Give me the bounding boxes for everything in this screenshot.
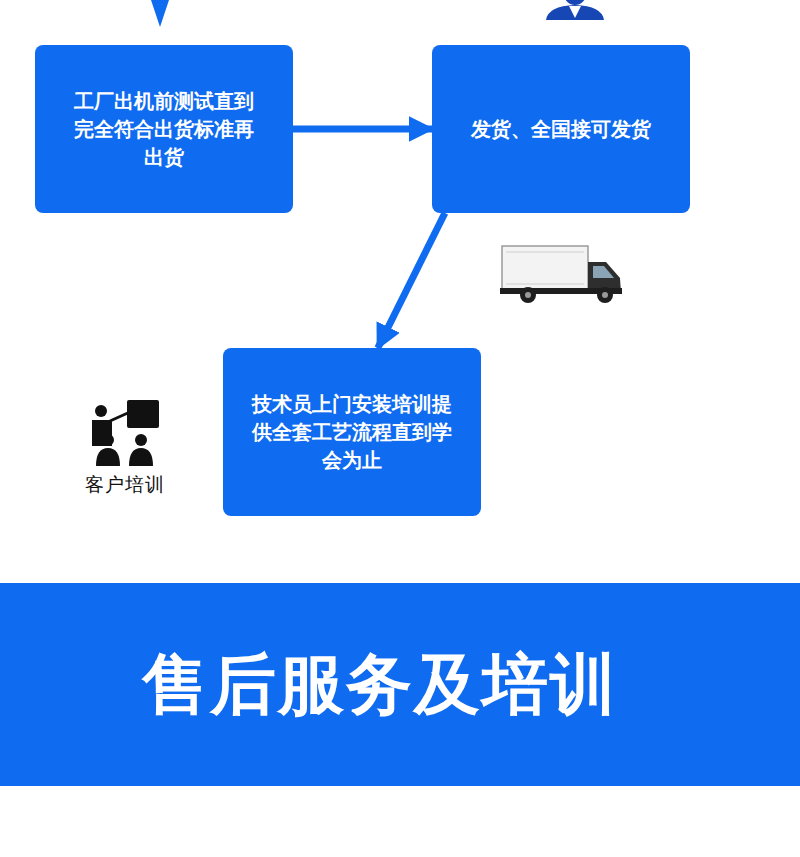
arrow-tip [151, 0, 169, 27]
band-heading: 售后服务及培训 [142, 645, 618, 724]
flow-arrow [378, 213, 445, 348]
box-text: 技术员上门安装培训提供全套工艺流程直到学会为止 [243, 390, 461, 474]
icon-caption: 客户培训 [70, 472, 180, 498]
flow-arrow [293, 126, 432, 133]
box-text: 工厂出机前测试直到完全符合出货标准再出货 [65, 87, 263, 171]
process-box: 发货、全国接可发货 [432, 45, 690, 213]
title-band: 售后服务及培训 [0, 583, 800, 786]
person-icon [546, 0, 604, 20]
box-text: 发货、全国接可发货 [471, 115, 651, 143]
truck-icon [500, 246, 622, 303]
training-icon [92, 400, 159, 466]
process-box: 工厂出机前测试直到完全符合出货标准再出货 [35, 45, 293, 213]
process-box: 技术员上门安装培训提供全套工艺流程直到学会为止 [223, 348, 481, 516]
